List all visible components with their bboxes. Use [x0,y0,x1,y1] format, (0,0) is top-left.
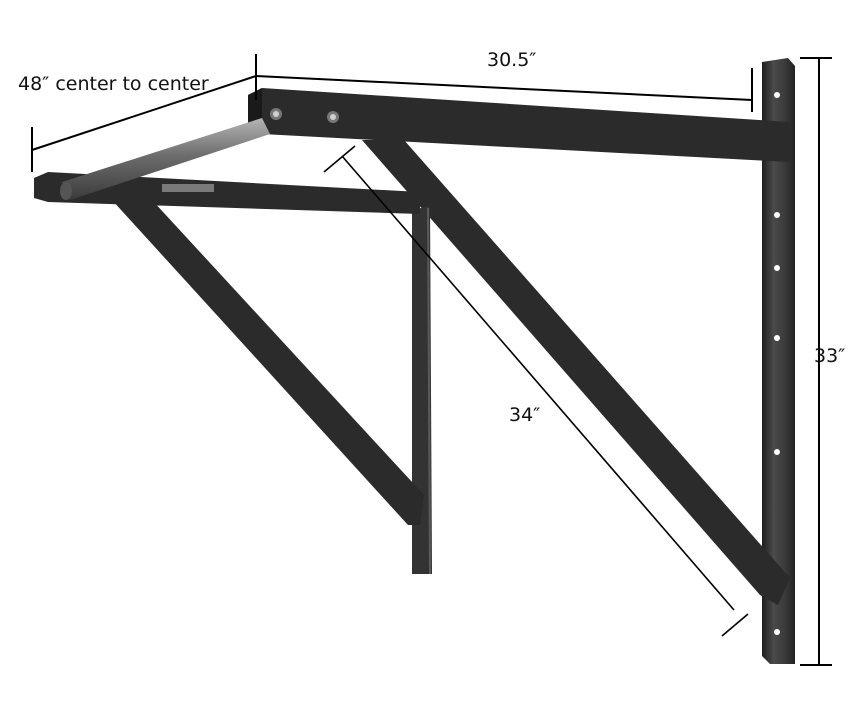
height-dimension [800,57,832,666]
depth-dimension [255,68,753,112]
label-plate [162,184,214,192]
width-dimension [31,54,257,172]
grab-bar [60,118,270,200]
rear-top-arm [248,88,790,162]
depth-dimension-label: 30.5″ [487,49,536,71]
height-dimension-label: 33″ [814,345,845,367]
rear-diagonal-brace [362,140,790,605]
width-dimension-label: 48″ center to center [18,73,209,95]
front-wall-plate [412,206,432,574]
brace-dimension [323,145,749,637]
brace-dimension-label: 34″ [509,404,540,426]
front-diagonal-brace [112,200,424,525]
rear-wall-plate [762,58,795,664]
